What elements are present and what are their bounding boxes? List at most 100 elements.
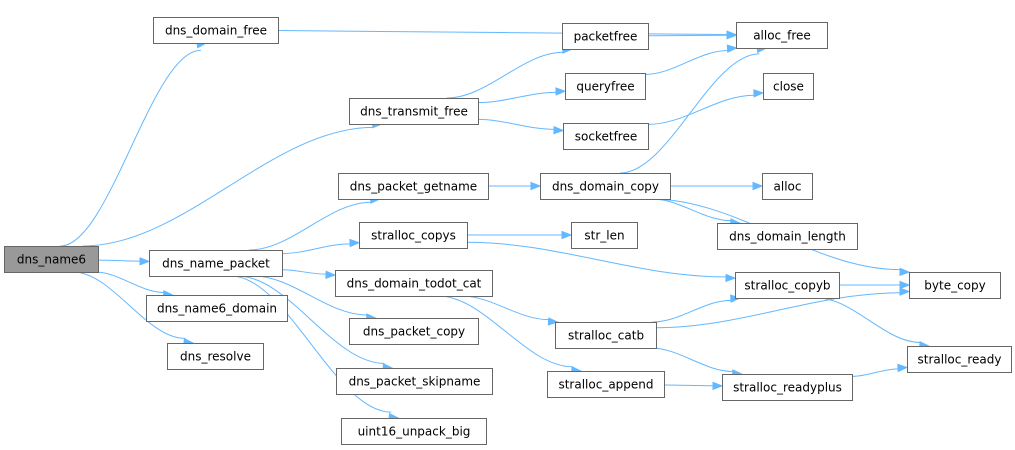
arrowhead-stralloc_readyplus-to-stralloc_ready: [897, 363, 909, 373]
node-box-alloc[interactable]: [762, 173, 813, 200]
edge-dns_name6-to-dns_name_packet: [97, 259, 141, 262]
node-stralloc_copyb[interactable]: stralloc_copyb: [735, 272, 840, 299]
node-stralloc_catb[interactable]: stralloc_catb: [555, 322, 657, 349]
node-alloc[interactable]: alloc: [762, 173, 813, 200]
node-stralloc_ready[interactable]: stralloc_ready: [907, 346, 1012, 373]
node-dns_packet_copy[interactable]: dns_packet_copy: [349, 318, 479, 345]
node-dns_name_packet[interactable]: dns_name_packet: [149, 250, 283, 277]
arrowhead-queryfree-to-alloc_free: [726, 44, 738, 53]
edge-stralloc_append-to-stralloc_readyplus: [663, 384, 714, 387]
edge-dns_transmit_free-to-queryfree: [477, 91, 557, 104]
node-stralloc_readyplus[interactable]: stralloc_readyplus: [722, 374, 853, 401]
node-box-close[interactable]: [763, 73, 814, 100]
node-label-stralloc_ready: stralloc_ready: [918, 353, 1002, 367]
node-box-dns_name6[interactable]: [4, 246, 99, 273]
edge-socketfree-to-close: [647, 94, 755, 125]
node-dns_name6_domain[interactable]: dns_name6_domain: [146, 295, 288, 322]
node-stralloc_append[interactable]: stralloc_append: [547, 371, 665, 398]
edge-queryfree-to-alloc_free: [644, 49, 728, 75]
node-label-close: close: [773, 80, 804, 94]
node-box-dns_domain_length[interactable]: [717, 223, 858, 250]
node-box-dns_name6_domain[interactable]: [146, 295, 288, 322]
node-box-dns_packet_copy[interactable]: [349, 318, 479, 345]
node-label-dns_resolve: dns_resolve: [180, 350, 251, 364]
node-packetfree[interactable]: packetfree: [562, 23, 649, 50]
arrowhead-dns_packet_getname-to-dns_domain_copy: [530, 181, 542, 191]
node-box-str_len[interactable]: [571, 222, 638, 249]
node-box-dns_packet_skipname[interactable]: [336, 368, 493, 395]
arrowhead-dns_domain_copy-to-byte_copy: [899, 267, 911, 277]
node-stralloc_copys[interactable]: stralloc_copys: [359, 222, 468, 249]
node-label-packetfree: packetfree: [574, 30, 638, 44]
node-label-uint16_unpack_big: uint16_unpack_big: [358, 425, 471, 439]
node-box-dns_transmit_free[interactable]: [349, 98, 479, 125]
node-dns_resolve[interactable]: dns_resolve: [167, 343, 264, 370]
node-box-dns_domain_free[interactable]: [153, 17, 279, 44]
node-label-dns_transmit_free: dns_transmit_free: [360, 105, 468, 119]
node-alloc_free[interactable]: alloc_free: [736, 22, 828, 49]
node-socketfree[interactable]: socketfree: [563, 123, 649, 150]
edge-dns_name_packet-to-dns_packet_getname: [248, 201, 372, 251]
edge-dns_name_packet-to-dns_packet_skipname: [237, 275, 385, 364]
node-box-alloc_free[interactable]: [736, 22, 828, 49]
arrowhead-socketfree-to-close: [753, 89, 765, 98]
edge-dns_name_packet-to-uint16_unpack_big: [230, 275, 392, 413]
edge-stralloc_catb-to-stralloc_copyb: [652, 299, 732, 323]
node-label-stralloc_readyplus: stralloc_readyplus: [733, 381, 842, 395]
node-queryfree[interactable]: queryfree: [565, 73, 646, 100]
edge-dns_name_packet-to-dns_packet_copy: [253, 275, 368, 316]
node-dns_domain_length[interactable]: dns_domain_length: [717, 223, 858, 250]
edge-dns_name_packet-to-stralloc_copys: [281, 243, 351, 255]
node-label-stralloc_catb: stralloc_catb: [568, 329, 644, 343]
arrowhead-dns_domain_todot_cat-to-stralloc_catb: [547, 317, 559, 326]
node-label-queryfree: queryfree: [576, 80, 634, 94]
arrowhead-dns_name_packet-to-dns_domain_todot_cat: [325, 270, 337, 279]
node-dns_transmit_free[interactable]: dns_transmit_free: [349, 98, 479, 125]
arrowhead-dns_transmit_free-to-socketfree: [553, 125, 565, 135]
arrowhead-stralloc_copys-to-str_len: [561, 230, 573, 240]
node-box-uint16_unpack_big[interactable]: [341, 418, 487, 445]
node-label-dns_packet_skipname: dns_packet_skipname: [349, 375, 481, 389]
node-box-byte_copy[interactable]: [909, 272, 1001, 299]
node-label-dns_domain_length: dns_domain_length: [729, 230, 846, 244]
edge-stralloc_catb-to-stralloc_readyplus: [650, 347, 733, 373]
node-box-packetfree[interactable]: [562, 23, 649, 50]
arrowhead-stralloc_append-to-stralloc_readyplus: [712, 381, 724, 391]
node-box-dns_packet_getname[interactable]: [338, 173, 489, 200]
node-byte_copy[interactable]: byte_copy: [909, 272, 1001, 299]
node-dns_packet_skipname[interactable]: dns_packet_skipname: [336, 368, 493, 395]
arrowhead-stralloc_copys-to-stralloc_copyb: [725, 273, 737, 283]
node-box-stralloc_catb[interactable]: [555, 322, 657, 349]
node-label-stralloc_copys: stralloc_copys: [371, 229, 456, 243]
node-dns_name6[interactable]: dns_name6: [4, 246, 99, 273]
node-box-dns_domain_copy[interactable]: [540, 173, 671, 200]
node-box-dns_name_packet[interactable]: [149, 250, 283, 277]
node-dns_domain_copy[interactable]: dns_domain_copy: [540, 173, 671, 200]
node-label-str_len: str_len: [584, 229, 624, 243]
node-box-socketfree[interactable]: [563, 123, 649, 150]
edge-dns_name6-to-dns_domain_free: [60, 49, 201, 247]
node-box-dns_resolve[interactable]: [167, 343, 264, 370]
edge-dns_transmit_free-to-packetfree: [446, 51, 564, 99]
edge-dns_name6-to-dns_transmit_free: [82, 126, 374, 247]
arrowhead-dns_name6-to-dns_name_packet: [139, 257, 151, 266]
node-box-dns_domain_todot_cat[interactable]: [335, 270, 493, 297]
node-uint16_unpack_big[interactable]: uint16_unpack_big: [341, 418, 487, 445]
edge-dns_name_packet-to-dns_domain_todot_cat: [281, 269, 327, 275]
node-box-queryfree[interactable]: [565, 73, 646, 100]
edge-dns_domain_todot_cat-to-stralloc_append: [438, 295, 573, 368]
node-box-stralloc_append[interactable]: [547, 371, 665, 398]
node-str_len[interactable]: str_len: [571, 222, 638, 249]
node-label-dns_packet_getname: dns_packet_getname: [350, 180, 477, 194]
node-box-stralloc_readyplus[interactable]: [722, 374, 853, 401]
node-box-stralloc_copys[interactable]: [359, 222, 468, 249]
node-dns_packet_getname[interactable]: dns_packet_getname: [338, 173, 489, 200]
node-label-dns_domain_copy: dns_domain_copy: [552, 180, 659, 194]
node-close[interactable]: close: [763, 73, 814, 100]
node-label-dns_name6_domain: dns_name6_domain: [157, 302, 277, 316]
node-dns_domain_todot_cat[interactable]: dns_domain_todot_cat: [335, 270, 493, 297]
node-box-stralloc_ready[interactable]: [907, 346, 1012, 373]
node-dns_domain_free[interactable]: dns_domain_free: [153, 17, 279, 44]
node-box-stralloc_copyb[interactable]: [735, 272, 840, 299]
